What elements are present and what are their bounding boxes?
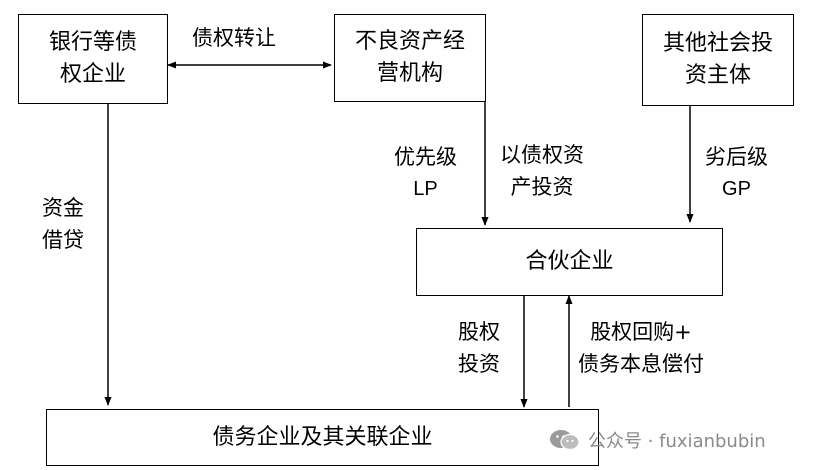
priority-label-line1: 优先级 <box>394 145 457 169</box>
transfer-label: 债权转让 <box>192 22 276 54</box>
debtor-node: 债务企业及其关联企业 <box>46 409 599 466</box>
priority-label: 优先级 LP <box>394 141 457 205</box>
buyback-label-line1: 股权回购+ <box>590 320 692 344</box>
partnership-node: 合伙企业 <box>416 228 723 296</box>
amc-node: 不良资产经 营机构 <box>334 14 486 102</box>
subordinate-label-line1: 劣后级 <box>705 145 768 169</box>
amc-node-line2: 营机构 <box>376 61 443 86</box>
partnership-node-label: 合伙企业 <box>525 249 614 274</box>
buyback-label: 股权回购+ 债务本息偿付 <box>578 316 704 380</box>
bank-node: 银行等债 权企业 <box>18 14 168 104</box>
transfer-label-text: 债权转让 <box>192 26 276 50</box>
loan-label-line1: 资金 <box>42 196 84 220</box>
priority-label-line2: LP <box>413 178 438 200</box>
social-investor-node-line1: 其他社会投 <box>662 31 773 56</box>
subordinate-label-line2: GP <box>722 178 751 200</box>
invest-debt-label: 以债权资 产投资 <box>500 139 584 203</box>
subordinate-label: 劣后级 GP <box>705 141 768 205</box>
loan-label: 资金 借贷 <box>42 192 84 256</box>
bank-node-line2: 权企业 <box>59 62 126 87</box>
equity-invest-label: 股权 投资 <box>458 316 500 380</box>
watermark: 公众号 · fuxianbubin <box>548 426 766 454</box>
watermark-text: 公众号 · fuxianbubin <box>588 431 766 452</box>
loan-label-line2: 借贷 <box>42 228 84 252</box>
wechat-icon <box>550 430 580 451</box>
invest-debt-label-line1: 以债权资 <box>500 143 584 167</box>
amc-node-line1: 不良资产经 <box>354 29 465 54</box>
equity-invest-label-line2: 投资 <box>458 352 500 376</box>
debtor-node-label: 债务企业及其关联企业 <box>212 424 433 450</box>
invest-debt-label-line2: 产投资 <box>510 175 574 199</box>
social-investor-node-line2: 资主体 <box>684 63 751 88</box>
equity-invest-label-line1: 股权 <box>458 320 500 344</box>
buyback-label-line2: 债务本息偿付 <box>578 352 704 376</box>
bank-node-line1: 银行等债 <box>48 30 137 55</box>
social-investor-node: 其他社会投 资主体 <box>642 14 794 106</box>
